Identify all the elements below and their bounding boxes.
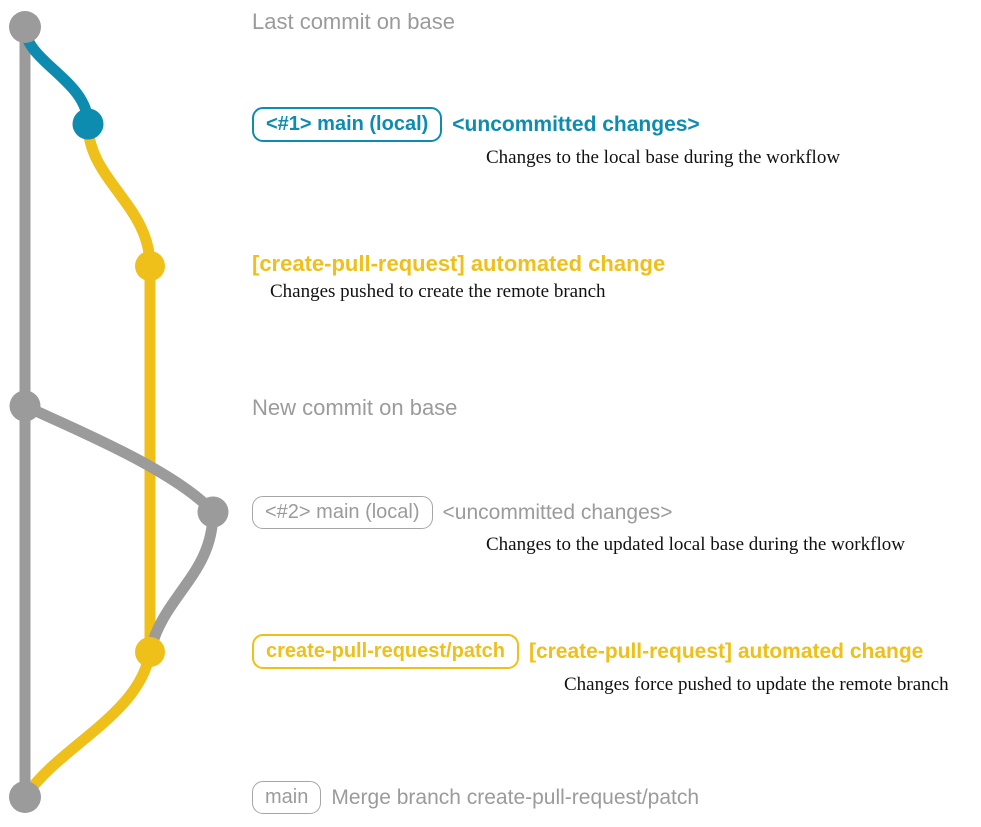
commit-entry-automated-change-2: create-pull-request/patch [create-pull-r…	[252, 634, 949, 695]
ref-badge-create-pull-request-patch[interactable]: create-pull-request/patch	[252, 634, 519, 669]
edge-yellow-from-teal	[82, 118, 156, 272]
commit-description-main-local-2: Changes to the updated local base during…	[486, 534, 905, 555]
headline-row: <#2> main (local) <uncommitted changes>	[252, 496, 905, 529]
commit-entry-new-commit-on-base: New commit on base	[252, 396, 457, 420]
commit-entry-merge-main: main Merge branch create-pull-request/pa…	[252, 781, 699, 814]
node-automated-change-1[interactable]	[135, 251, 165, 281]
commit-entry-automated-change-1: [create-pull-request] automated change C…	[252, 252, 665, 303]
node-automated-change-2[interactable]	[135, 637, 165, 667]
ref-badge-main-local-2[interactable]: <#2> main (local)	[252, 496, 433, 529]
node-main-local-2[interactable]	[197, 496, 229, 528]
node-main-local-1[interactable]	[72, 108, 104, 140]
commit-subject-main-local-2: <uncommitted changes>	[442, 501, 673, 524]
edge-gray-side-merge-down	[144, 506, 219, 658]
headline-row: Last commit on base	[252, 10, 455, 34]
headline-row: [create-pull-request] automated change	[252, 252, 665, 276]
edge-gray-side-branch-off	[19, 400, 219, 518]
commit-entry-last-commit-on-base: Last commit on base	[252, 10, 455, 34]
headline-row: New commit on base	[252, 396, 457, 420]
headline-row: main Merge branch create-pull-request/pa…	[252, 781, 699, 814]
headline-row: create-pull-request/patch [create-pull-r…	[252, 634, 949, 669]
node-merge-main[interactable]	[9, 781, 41, 813]
commit-subject-automated-change-1: [create-pull-request] automated change	[252, 251, 666, 276]
commit-description-automated-change-2: Changes force pushed to update the remot…	[564, 674, 949, 695]
commit-description-main-local-1: Changes to the local base during the wor…	[486, 147, 841, 168]
headline-row: <#1> main (local) <uncommitted changes>	[252, 107, 840, 142]
commit-entry-main-local-1: <#1> main (local) <uncommitted changes> …	[252, 107, 840, 168]
node-last-commit-on-base[interactable]	[9, 11, 41, 43]
commit-subject-last-commit-on-base: Last commit on base	[252, 9, 455, 34]
commit-nodes	[9, 11, 229, 813]
edge-yellow-merge-into-base	[19, 646, 156, 803]
ref-badge-main[interactable]: main	[252, 781, 322, 814]
commit-subject-automated-change-2: [create-pull-request] automated change	[528, 640, 924, 663]
commit-entry-main-local-2: <#2> main (local) <uncommitted changes> …	[252, 496, 905, 555]
commit-subject-new-commit-on-base: New commit on base	[252, 395, 458, 420]
commit-subject-main-local-1: <uncommitted changes>	[452, 113, 700, 136]
ref-badge-main-local-1[interactable]: <#1> main (local)	[252, 107, 443, 142]
commit-subject-merge-main: Merge branch create-pull-request/patch	[331, 786, 700, 809]
commit-description-automated-change-1: Changes pushed to create the remote bran…	[270, 281, 606, 302]
node-new-commit-on-base[interactable]	[9, 390, 41, 422]
